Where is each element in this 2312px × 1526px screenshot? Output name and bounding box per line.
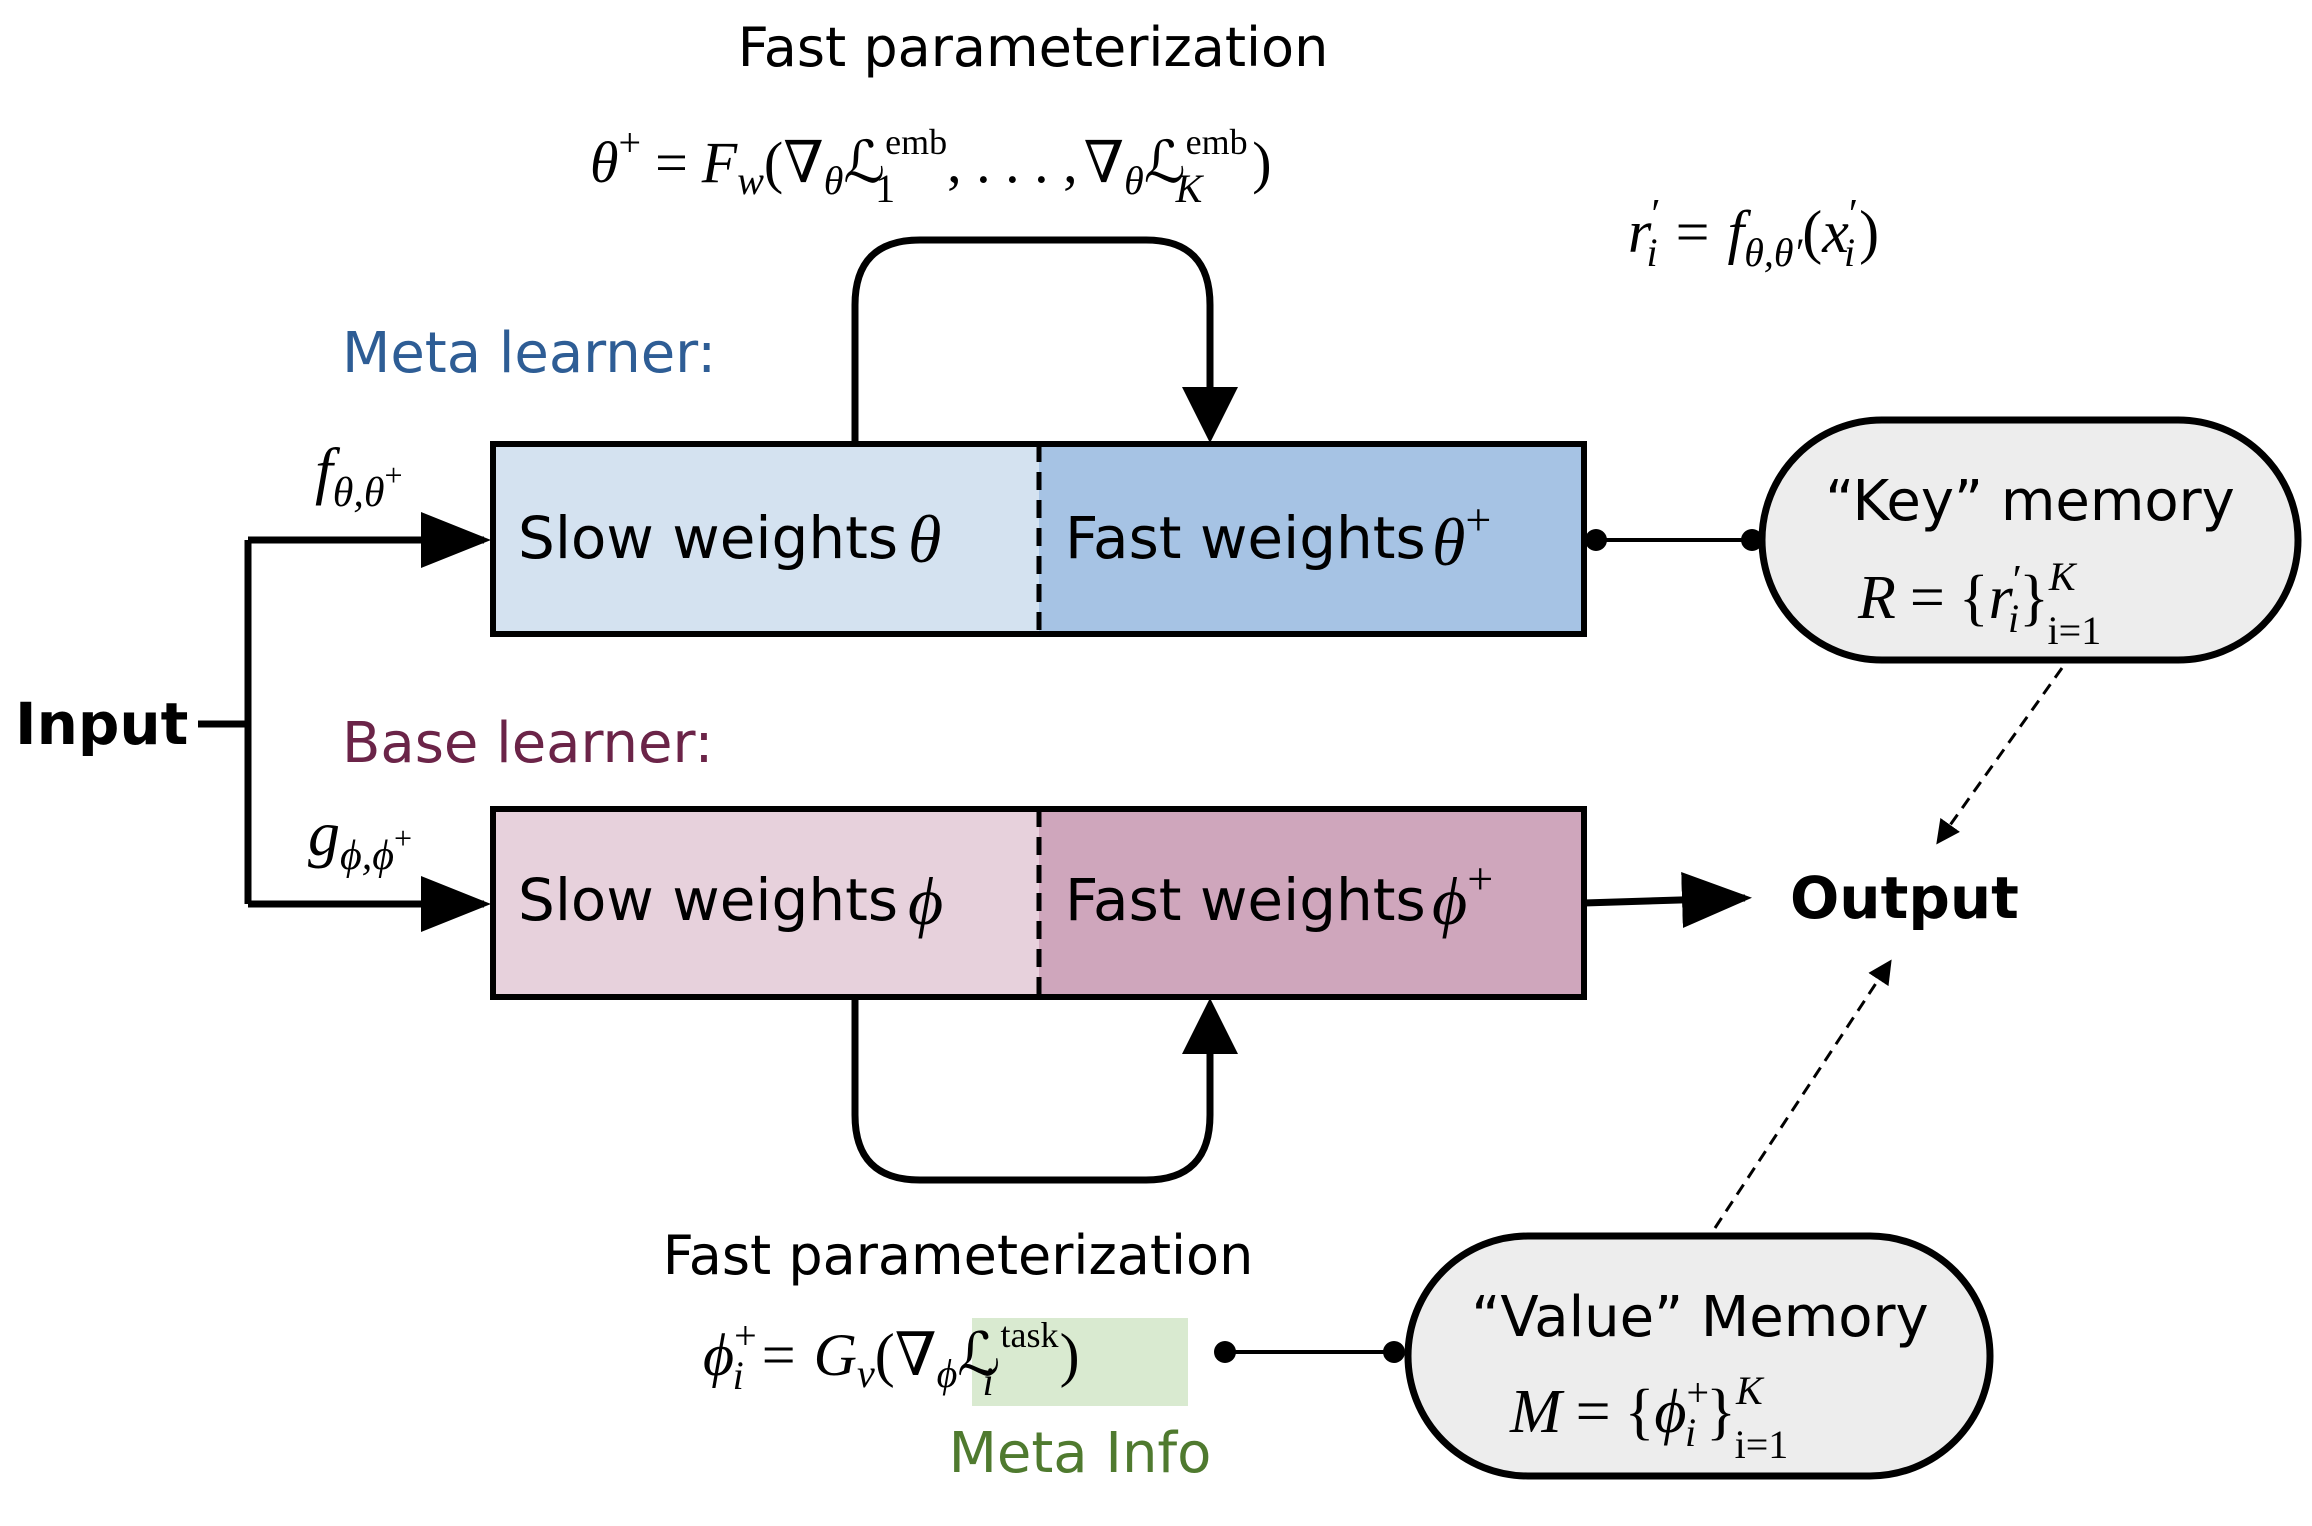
value-memory-title: “Value” Memory bbox=[1471, 1285, 1928, 1350]
meta-slow-theta-symbol: θ bbox=[908, 501, 941, 577]
meta-slow-weights-cell bbox=[493, 444, 1039, 634]
meta-fast-param-loop-arrow bbox=[851, 236, 1238, 444]
output-label: Output bbox=[1790, 864, 2019, 932]
meta-function-label: fθ,θ+ bbox=[315, 435, 403, 516]
key-memory-node bbox=[1758, 416, 2302, 664]
value-to-output-dashed-arrow bbox=[1713, 959, 1892, 1229]
base-slow-weights-label: Slow weights bbox=[518, 866, 898, 934]
meta-fast-weights-cell bbox=[1039, 444, 1584, 634]
input-label: Input bbox=[15, 690, 188, 758]
base-slow-weights-cell bbox=[493, 809, 1039, 997]
base-fast-phi-symbol: ϕ+ bbox=[1432, 853, 1493, 939]
meta-fast-weights-label: Fast weights bbox=[1065, 504, 1426, 572]
key-to-output-dashed-arrow bbox=[1936, 667, 2064, 845]
base-to-output-arrow bbox=[1583, 871, 1752, 928]
base-slow-phi-symbol: ϕ bbox=[908, 863, 943, 939]
base-function-label: gϕ,ϕ+ bbox=[308, 798, 412, 879]
bottom-fast-param-heading: Fast parameterization bbox=[663, 1224, 1254, 1287]
base-learner-title: Base learner: bbox=[342, 711, 713, 776]
input-branch-lines bbox=[198, 540, 252, 904]
top-fast-param-heading: Fast parameterization bbox=[738, 16, 1329, 79]
meta-slow-weights-label: Slow weights bbox=[518, 504, 898, 572]
key-embedding-formula: r′i=fθ,θ′(x′i) bbox=[1628, 192, 1879, 275]
key-connector-dot bbox=[1741, 529, 1763, 551]
meta-info-label: Meta Info bbox=[949, 1421, 1212, 1486]
base-fast-param-loop-arrow bbox=[851, 997, 1238, 1184]
base-fast-weights-label: Fast weights bbox=[1065, 866, 1426, 934]
meta-learner-title: Meta learner: bbox=[342, 321, 716, 386]
value-memory-node bbox=[1404, 1232, 1994, 1480]
value-connector-dot bbox=[1383, 1341, 1405, 1363]
formula-connector-dot bbox=[1214, 1341, 1236, 1363]
meta-connector-dot bbox=[1585, 529, 1607, 551]
meta-info-highlight bbox=[972, 1318, 1188, 1406]
base-fast-weights-cell bbox=[1039, 809, 1584, 997]
meta-fast-theta-symbol: θ+ bbox=[1432, 494, 1491, 580]
key-memory-title: “Key” memory bbox=[1825, 469, 2235, 534]
